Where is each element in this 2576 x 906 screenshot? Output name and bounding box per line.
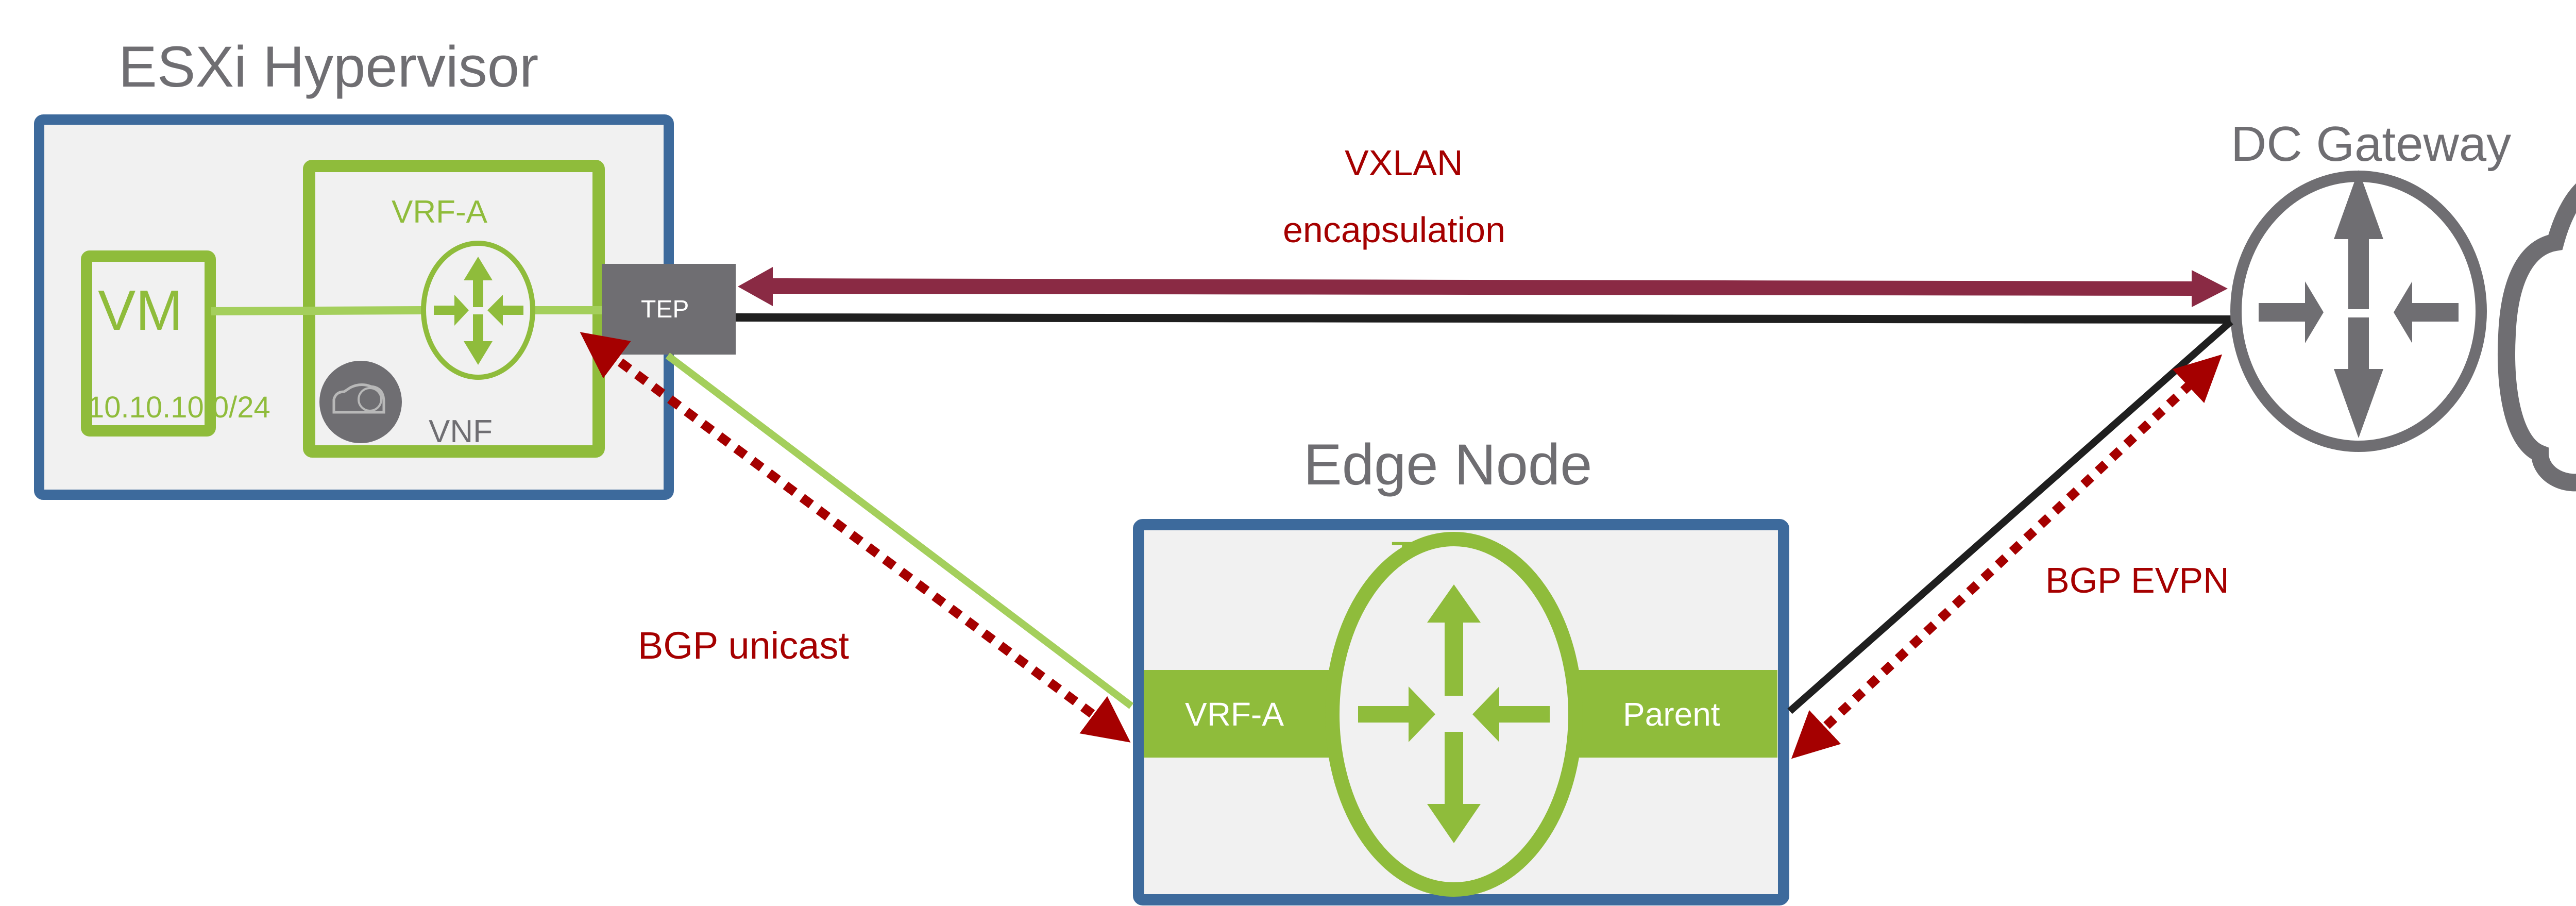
vm-label: VM <box>98 279 183 342</box>
edge-vrf-a-port[interactable]: VRF-A <box>1185 696 1284 733</box>
vxlan-tunnel-arrow <box>738 267 2228 307</box>
edge-parent-port[interactable]: Parent <box>1623 696 1720 733</box>
dc-fabric-cloud-icon <box>2497 183 2576 492</box>
dc-gateway-router-icon[interactable] <box>2230 170 2487 452</box>
gateway-title: DC Gateway <box>2231 116 2511 172</box>
vnf-label: VNF <box>429 414 493 449</box>
vxlan-label-line1: VXLAN <box>1345 143 1463 183</box>
edge-title: Edge Node <box>1303 432 1592 497</box>
bgp-evpn-session-arrow <box>1791 354 2223 759</box>
vnf-cloud-icon <box>319 361 402 443</box>
bgp-unicast-session-arrow <box>580 332 1131 743</box>
tier0-router-icon[interactable] <box>1325 532 1583 897</box>
tep-gateway-link <box>735 313 2231 324</box>
edge-gateway-link <box>1787 318 2233 714</box>
esxi-title: ESXi Hypervisor <box>118 35 538 99</box>
vm-subnet-label: 10.10.10.0/24 <box>88 391 270 424</box>
bgp-evpn-label: BGP EVPN <box>2045 560 2229 600</box>
vrf-router-icon[interactable] <box>421 241 535 380</box>
bgp-unicast-label: BGP unicast <box>638 624 849 667</box>
tep-label: TEP <box>641 296 689 323</box>
vrf-a-label: VRF-A <box>392 194 488 230</box>
vm-vrf-link <box>211 306 423 315</box>
vm-box[interactable] <box>81 250 216 437</box>
vxlan-label-line2: encapsulation <box>1283 210 1505 250</box>
